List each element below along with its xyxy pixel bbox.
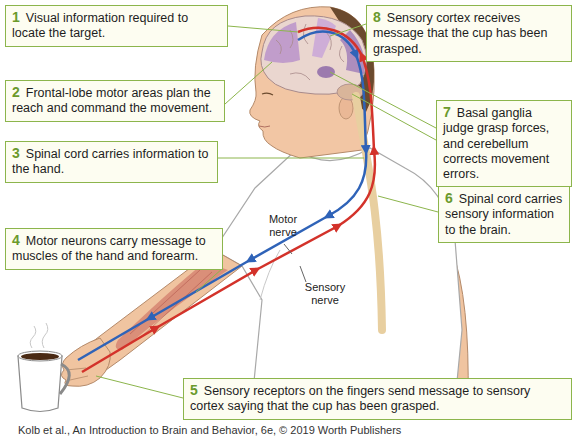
callout-number: 3: [12, 145, 20, 161]
callout-number: 2: [12, 84, 20, 100]
callout-number: 7: [443, 104, 451, 120]
steam: [30, 323, 48, 348]
callout-box: 8Sensory cortex receives message that th…: [366, 5, 572, 62]
callout-text: Sensory receptors on the fingers send me…: [190, 384, 530, 413]
frontal-motor-area: [264, 22, 300, 63]
callout-box: 3Spinal cord carries information to the …: [5, 141, 218, 183]
callout-box: 4Motor neurons carry message to muscles …: [5, 228, 223, 270]
callout-box: 5Sensory receptors on the fingers send m…: [183, 378, 572, 420]
caption: Kolb et al., An Introduction to Brain an…: [18, 424, 401, 436]
leader-line: [378, 196, 438, 212]
eye: [262, 93, 273, 95]
callout-text: Sensory cortex receives message that the…: [373, 11, 547, 56]
leader-line: [352, 94, 436, 140]
callout-number: 4: [12, 232, 20, 248]
callout-text: Frontal-lobe motor areas plan the reach …: [12, 86, 212, 115]
leader-line: [225, 62, 272, 104]
leader-line: [330, 72, 436, 128]
callout-box: 6Spinal cord carries sensory information…: [438, 186, 570, 243]
callout-text: Visual information required to locate th…: [12, 11, 188, 40]
callout-text: Spinal cord carries information to the h…: [12, 147, 209, 176]
callout-text: Motor neurons carry message to muscles o…: [12, 234, 206, 263]
leader-line: [218, 158, 364, 159]
nerve-label: Motor nerve: [260, 213, 306, 238]
leader-line: [196, 268, 223, 292]
callout-text: Spinal cord carries sensory information …: [445, 192, 562, 237]
sensory-cortex: [312, 18, 336, 58]
callout-text: Basal ganglia judge grasp forces, and ce…: [443, 106, 549, 181]
callout-box: 7Basal ganglia judge grasp forces, and c…: [436, 100, 572, 187]
callout-box: 1Visual information required to locate t…: [5, 5, 228, 47]
cup: [18, 356, 62, 412]
shirt: [214, 148, 462, 402]
leader-line: [228, 26, 298, 32]
callout-number: 6: [445, 190, 453, 206]
callout-number: 1: [12, 9, 20, 25]
leader-line: [96, 376, 183, 398]
callout-number: 8: [373, 9, 381, 25]
leader-line: [300, 266, 306, 282]
nerve-label: Sensory nerve: [296, 281, 354, 306]
callout-number: 5: [190, 382, 198, 398]
leader-line: [330, 24, 366, 36]
leader-line: [284, 244, 292, 254]
cup-handle: [60, 364, 69, 394]
coffee: [21, 353, 59, 360]
cup-rim: [18, 351, 62, 361]
mouth: [259, 126, 270, 127]
spinal-cord: [356, 96, 382, 330]
basal-ganglia: [317, 66, 335, 78]
callout-box: 2Frontal-lobe motor areas plan the reach…: [5, 80, 225, 122]
